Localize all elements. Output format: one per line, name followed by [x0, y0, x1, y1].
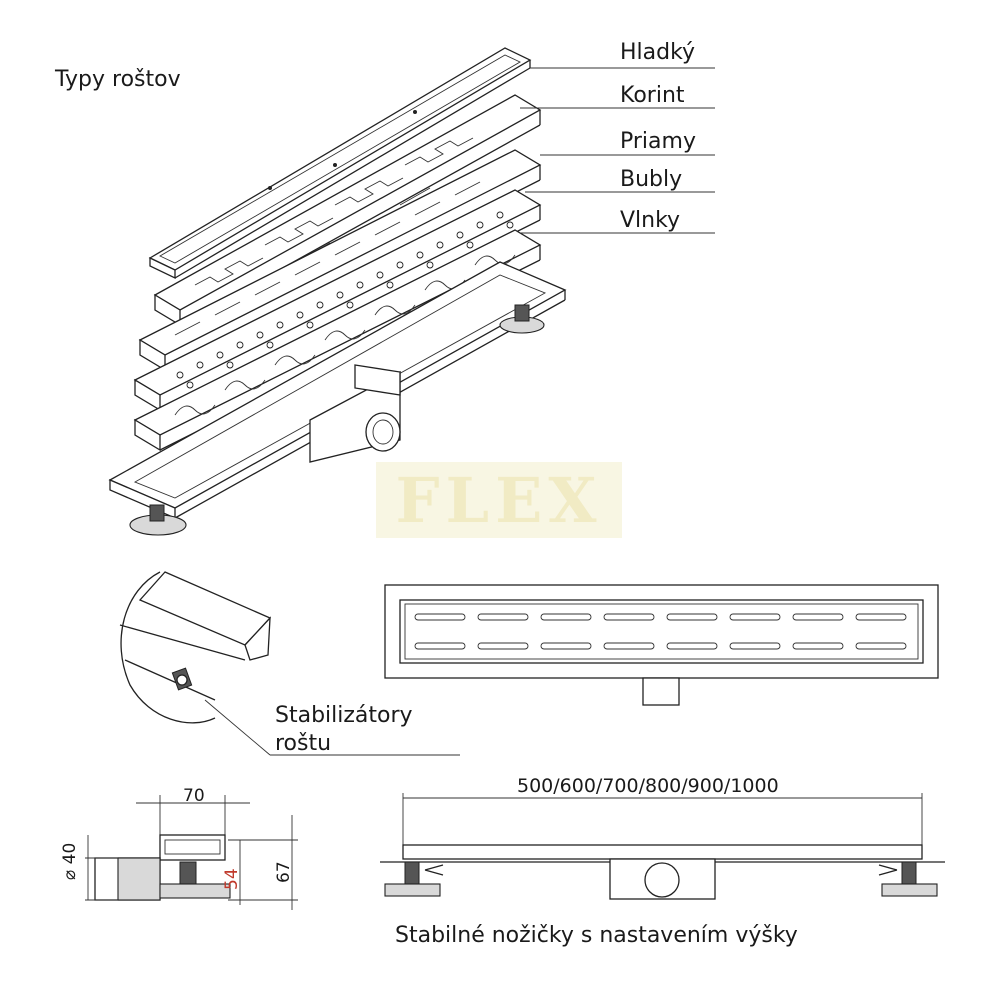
stabilizer-label-line1: Stabilizátory [275, 703, 413, 728]
drain-channel [108, 261, 567, 536]
stabilizer-detail [119, 571, 460, 756]
dim-height-total: 67 [274, 861, 294, 883]
page-title: Typy roštov [55, 67, 181, 92]
watermark-text: FLEX [395, 463, 603, 537]
exploded-view [108, 47, 567, 536]
grate-label-bubly: Bubly [620, 167, 683, 192]
grate-label-hladky: Hladký [620, 40, 696, 65]
grate-label-priamy: Priamy [620, 129, 696, 154]
dim-diameter: ⌀ 40 [60, 842, 80, 880]
front-elevation [380, 793, 945, 900]
dim-width: 70 [183, 786, 205, 806]
grate-label-korint: Korint [620, 83, 685, 108]
grate-hladky [148, 47, 532, 280]
grate-label-vlnky: Vlnky [620, 208, 681, 233]
dim-height-inner: 54 [222, 868, 242, 890]
dim-lengths: 500/600/700/800/900/1000 [517, 775, 779, 797]
feet-caption: Stabilné nožičky s nastavením výšky [395, 923, 798, 948]
plan-view [384, 584, 939, 706]
side-section [85, 795, 298, 910]
watermark-box [376, 462, 622, 538]
grate-leader-lines [520, 67, 715, 234]
stabilizer-label-line2: roštu [275, 731, 332, 756]
